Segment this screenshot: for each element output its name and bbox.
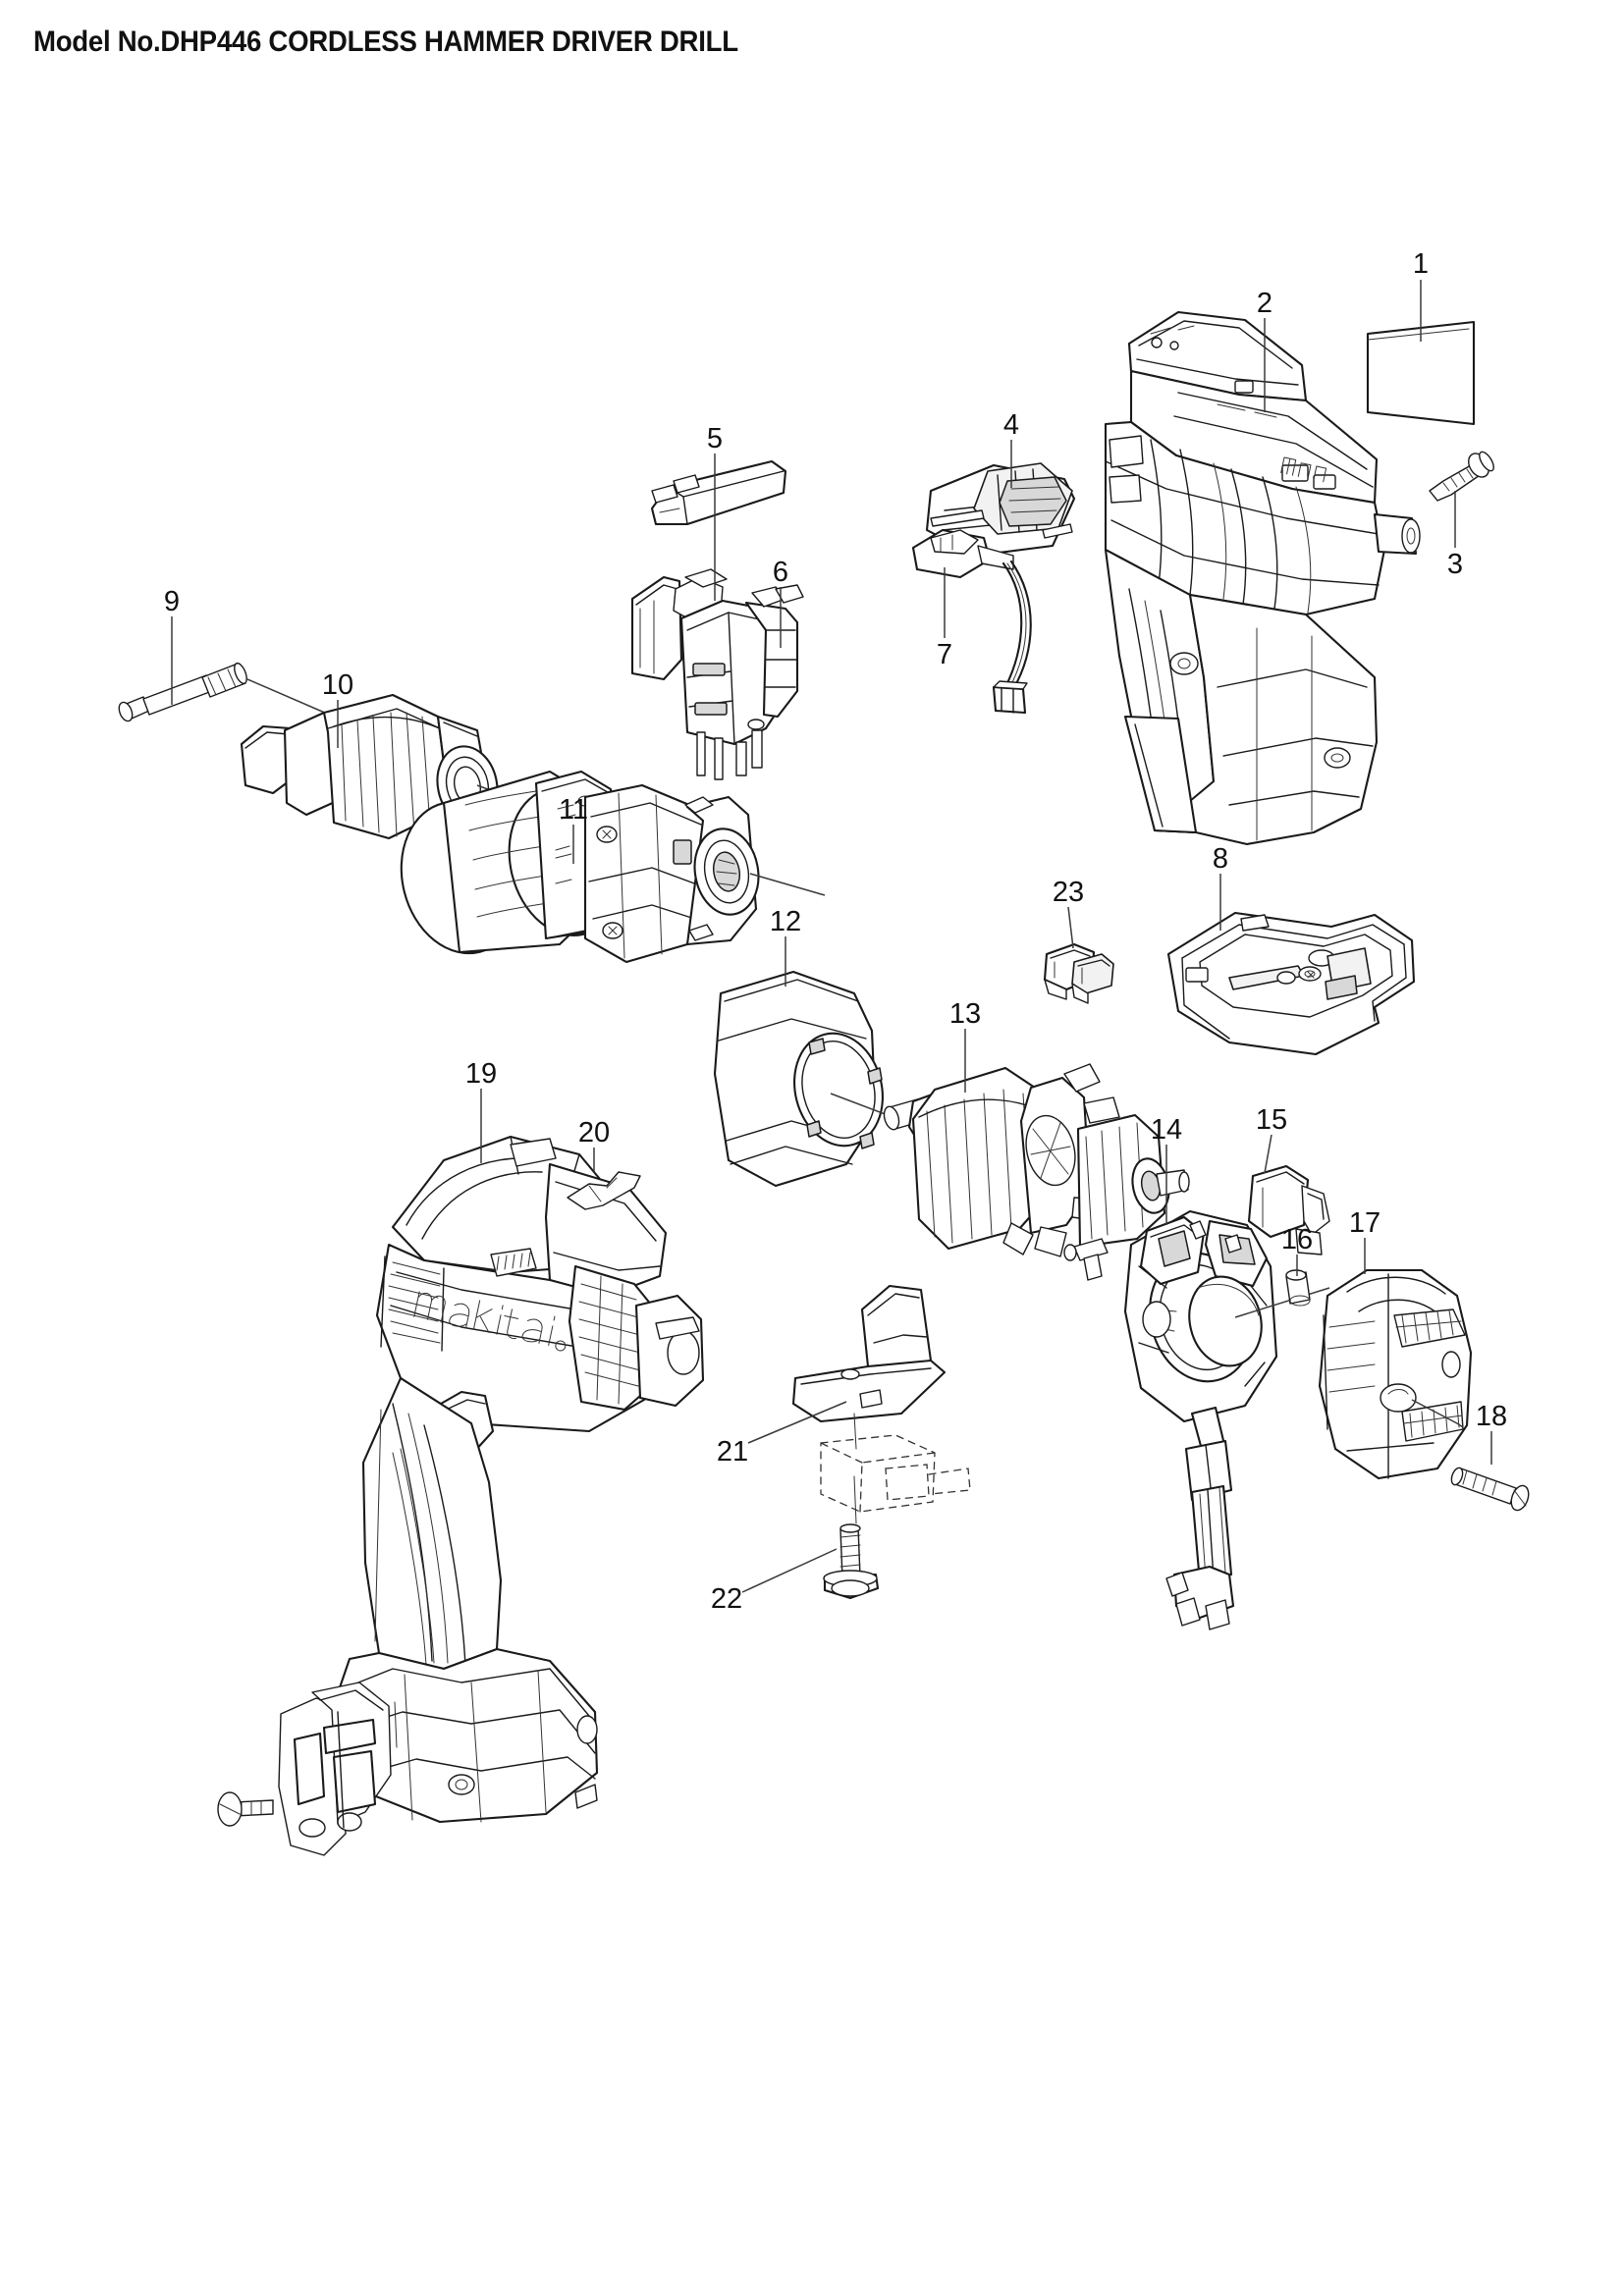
part-rear-cover xyxy=(1318,1268,1473,1480)
callout-15[interactable]: 15 xyxy=(1256,1104,1287,1174)
callout-7[interactable]: 7 xyxy=(937,567,952,670)
svg-text:22: 22 xyxy=(711,1583,742,1615)
callout-4[interactable]: 4 xyxy=(1003,409,1019,488)
svg-text:1: 1 xyxy=(1413,248,1429,280)
svg-text:17: 17 xyxy=(1349,1207,1380,1239)
brand-logo xyxy=(413,1291,567,1352)
part-controller xyxy=(1166,911,1416,1056)
svg-text:19: 19 xyxy=(465,1058,497,1090)
part-terminal-holder xyxy=(1043,942,1114,1004)
part-armature xyxy=(883,1063,1190,1257)
svg-text:15: 15 xyxy=(1256,1104,1287,1136)
svg-text:7: 7 xyxy=(937,639,952,670)
page-title: Model No.DHP446 CORDLESS HAMMER DRIVER D… xyxy=(33,26,738,58)
callout-9[interactable]: 9 xyxy=(164,586,180,705)
svg-text:14: 14 xyxy=(1151,1114,1182,1146)
part-housing-set xyxy=(1104,310,1421,846)
callout-5[interactable]: 5 xyxy=(707,423,723,601)
part-carbon-brush xyxy=(1247,1164,1330,1255)
callout-12[interactable]: 12 xyxy=(770,906,801,987)
callout-16[interactable]: 16 xyxy=(1281,1224,1313,1276)
part-name-plate xyxy=(1366,320,1476,426)
svg-text:6: 6 xyxy=(773,557,788,588)
callout-20[interactable]: 20 xyxy=(578,1117,610,1171)
part-switch-lever-cap xyxy=(650,459,787,526)
callout-2[interactable]: 2 xyxy=(1257,288,1272,412)
part-brush-holder-complete xyxy=(1123,1209,1330,1630)
part-tool-body-assembly xyxy=(322,1135,705,1824)
svg-text:20: 20 xyxy=(578,1117,610,1148)
part-bit-holder xyxy=(791,1284,971,1524)
part-field-stator xyxy=(713,970,904,1188)
svg-text:3: 3 xyxy=(1447,549,1463,580)
part-pin xyxy=(1285,1269,1311,1307)
svg-text:5: 5 xyxy=(707,423,723,454)
callout-layer: 1 2 3 4 5 6 7 8 9 10 11 12 13 14 15 16 1… xyxy=(164,248,1507,1615)
callout-1[interactable]: 1 xyxy=(1413,248,1429,342)
part-gear-assembly xyxy=(400,770,826,964)
svg-text:21: 21 xyxy=(717,1436,748,1468)
mounting-position-ghost xyxy=(820,1434,971,1513)
part-lead-wire-assembly xyxy=(911,528,1032,715)
svg-text:4: 4 xyxy=(1003,409,1019,441)
callout-18[interactable]: 18 xyxy=(1476,1401,1507,1465)
svg-text:8: 8 xyxy=(1213,843,1228,875)
callout-6[interactable]: 6 xyxy=(773,557,788,648)
callout-21[interactable]: 21 xyxy=(717,1401,847,1468)
callout-13[interactable]: 13 xyxy=(949,998,981,1093)
callout-11[interactable]: 11 xyxy=(559,794,588,864)
part-tapping-screw-3 xyxy=(1429,451,1494,502)
svg-text:23: 23 xyxy=(1053,877,1084,908)
svg-text:13: 13 xyxy=(949,998,981,1030)
callout-10[interactable]: 10 xyxy=(322,669,353,748)
svg-text:10: 10 xyxy=(322,669,353,701)
callout-19[interactable]: 19 xyxy=(465,1058,497,1163)
svg-text:18: 18 xyxy=(1476,1401,1507,1432)
part-switch xyxy=(630,568,804,780)
callout-8[interactable]: 8 xyxy=(1213,843,1228,931)
svg-text:16: 16 xyxy=(1281,1224,1313,1255)
part-pan-head-screw xyxy=(823,1523,880,1600)
callout-3[interactable]: 3 xyxy=(1447,491,1463,580)
callout-22[interactable]: 22 xyxy=(711,1548,838,1615)
svg-text:9: 9 xyxy=(164,586,180,617)
callout-23[interactable]: 23 xyxy=(1053,877,1084,949)
part-belt-hook-screw xyxy=(217,1791,274,1827)
part-hex-socket-head-bolt xyxy=(118,662,335,722)
part-tapping-screw-18 xyxy=(1450,1467,1530,1512)
part-flat-spring xyxy=(567,1171,641,1210)
svg-text:11: 11 xyxy=(559,794,588,826)
part-small-washer-set xyxy=(1063,1238,1109,1281)
callout-14[interactable]: 14 xyxy=(1151,1114,1182,1225)
part-belt-hook xyxy=(278,1682,392,1856)
svg-text:12: 12 xyxy=(770,906,801,937)
callout-17[interactable]: 17 xyxy=(1349,1207,1380,1274)
svg-text:2: 2 xyxy=(1257,288,1272,319)
